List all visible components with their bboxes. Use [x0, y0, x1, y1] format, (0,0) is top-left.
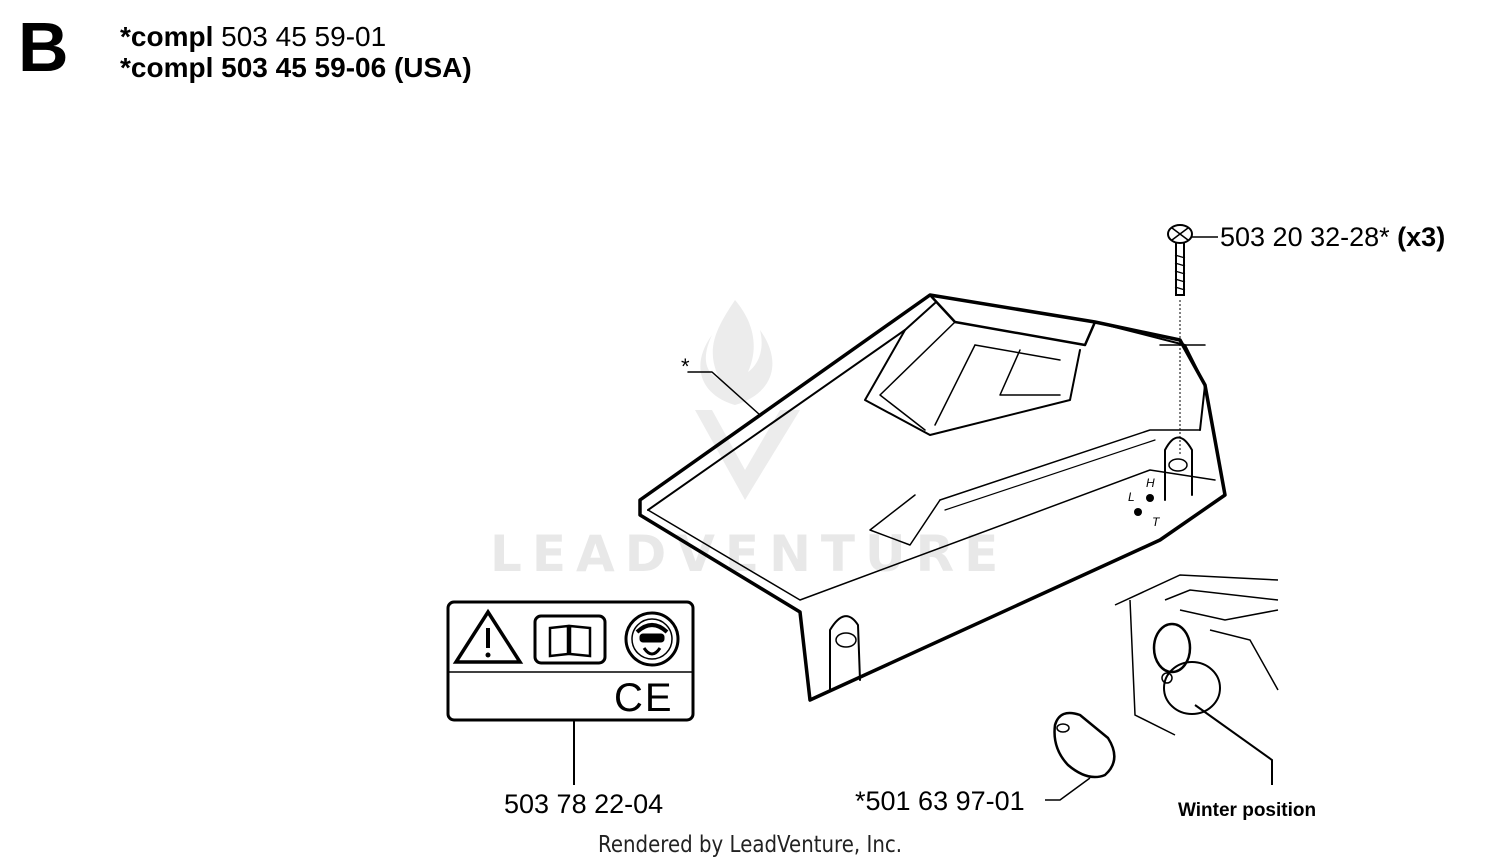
footer-credit: Rendered by LeadVenture, Inc. — [597, 832, 903, 858]
assembly-number: 503 45 59-01 — [221, 21, 387, 52]
screw-part — [1167, 224, 1218, 455]
section-letter: B — [18, 8, 69, 86]
warning-triangle-icon — [452, 608, 524, 664]
screw-callout: 503 20 32-28* (x3) — [1220, 224, 1445, 251]
winter-position-detail — [1114, 574, 1279, 785]
plug-part-number: *501 63 97-01 — [855, 786, 1025, 816]
quantity: (x3) — [1397, 222, 1446, 252]
marking-t: T — [1152, 515, 1160, 529]
assembly-prefix: *compl — [120, 21, 214, 52]
plug-part — [1045, 711, 1116, 801]
assembly-prefix: *compl — [120, 52, 214, 83]
protective-gear-icon — [624, 611, 680, 667]
decal-part-number: 503 78 22-04 — [504, 789, 664, 819]
ce-mark: CE — [614, 676, 674, 720]
assembly-number-line-1: *compl 503 45 59-01 — [120, 23, 386, 51]
assembly-number-line-2: *compl 503 45 59-06 (USA) — [120, 54, 472, 82]
assembly-number: 503 45 59-06 (USA) — [221, 52, 472, 83]
winter-position-label: Winter position — [1178, 800, 1317, 821]
watermark-text: LEADVENTURE — [490, 525, 1009, 583]
warning-decal — [446, 600, 695, 785]
marking-l: L — [1128, 490, 1135, 504]
marking-h: H — [1146, 476, 1155, 490]
cylinder-cover — [638, 293, 1227, 702]
manual-book-icon — [533, 614, 607, 665]
cover-callout-marker: * — [681, 354, 690, 379]
part-number: 503 20 32-28* — [1220, 222, 1390, 252]
watermark-logo — [695, 300, 800, 500]
